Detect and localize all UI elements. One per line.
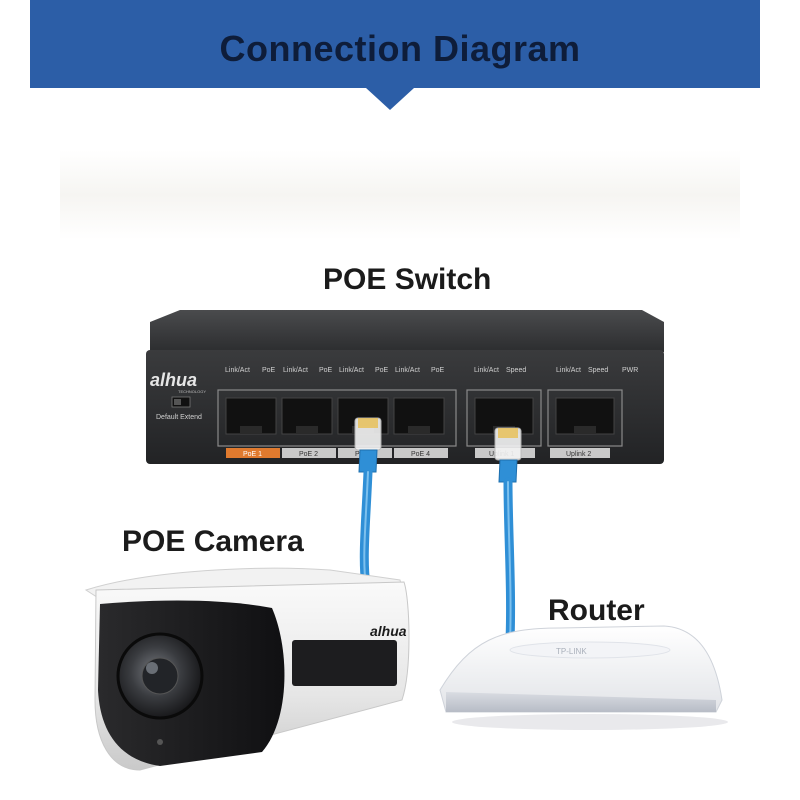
camera-indicator-dot <box>157 739 163 745</box>
camera-lens-inner <box>141 657 179 695</box>
poe-switch: alhua TECHNOLOGY Default Extend Link/Act… <box>146 310 664 464</box>
indicator-label-p2-poe: PoE <box>319 367 333 374</box>
switch-top-panel <box>150 310 664 352</box>
indicator-label-p1-link: Link/Act <box>225 367 250 374</box>
router-brand-logo: TP-LINK <box>556 647 587 656</box>
indicator-label-p3-poe: PoE <box>375 367 389 374</box>
router-shadow <box>452 714 728 730</box>
poe-camera-label: POE Camera <box>122 525 304 558</box>
switch-brand-sub: TECHNOLOGY <box>178 389 206 394</box>
port-label-uplink-2: Uplink 2 <box>566 451 591 458</box>
rj45-port-uplink-2 <box>555 397 615 435</box>
poe-port-group-frame <box>217 389 457 447</box>
indicator-label-p4-link: Link/Act <box>395 367 420 374</box>
indicator-label-pwr: PWR <box>622 367 638 374</box>
port-label-bg-poe-4 <box>394 448 448 458</box>
poe-camera: alhua <box>84 567 410 771</box>
mode-label: Default Extend <box>156 414 202 421</box>
router: TP-LINK <box>439 625 728 730</box>
port-label-poe-4: PoE 4 <box>411 451 430 458</box>
indicator-label-u2-link: Link/Act <box>556 367 581 374</box>
port-label-bg-poe-1 <box>226 448 280 458</box>
indicator-label-u1-speed: Speed <box>506 367 526 374</box>
uplink-2-frame <box>547 389 623 447</box>
rj45-port-poe-2 <box>281 397 333 435</box>
router-base <box>446 692 716 712</box>
indicator-label-p1-poe: PoE <box>262 367 276 374</box>
page-title: Connection Diagram <box>219 28 581 69</box>
poe-switch-label: POE Switch <box>323 263 492 296</box>
port-label-bg-uplink-2 <box>550 448 610 458</box>
indicator-label-p3-link: Link/Act <box>339 367 364 374</box>
port-label-poe-2: PoE 2 <box>299 451 318 458</box>
switch-brand-logo: alhua <box>150 370 197 390</box>
camera-side-panel <box>292 640 397 686</box>
port-label-bg-poe-2 <box>282 448 336 458</box>
camera-lens-glint <box>146 662 158 674</box>
indicator-label-u2-speed: Speed <box>588 367 608 374</box>
camera-brand-logo: alhua <box>370 623 407 639</box>
cable-switch-to-camera <box>354 417 382 590</box>
cable-switch-to-router <box>494 427 522 645</box>
rj45-port-poe-1 <box>225 397 277 435</box>
rj45-port-poe-4 <box>393 397 445 435</box>
router-label: Router <box>548 594 645 627</box>
indicator-label-p4-poe: PoE <box>431 367 445 374</box>
indicator-label-u1-link: Link/Act <box>474 367 499 374</box>
background-shelf <box>60 150 740 240</box>
mode-toggle-knob <box>174 399 181 405</box>
title-banner <box>30 0 760 88</box>
indicator-label-p2-link: Link/Act <box>283 367 308 374</box>
router-top-panel <box>509 641 671 659</box>
banner-pointer <box>366 88 414 110</box>
port-label-poe-1: PoE 1 <box>243 451 262 458</box>
